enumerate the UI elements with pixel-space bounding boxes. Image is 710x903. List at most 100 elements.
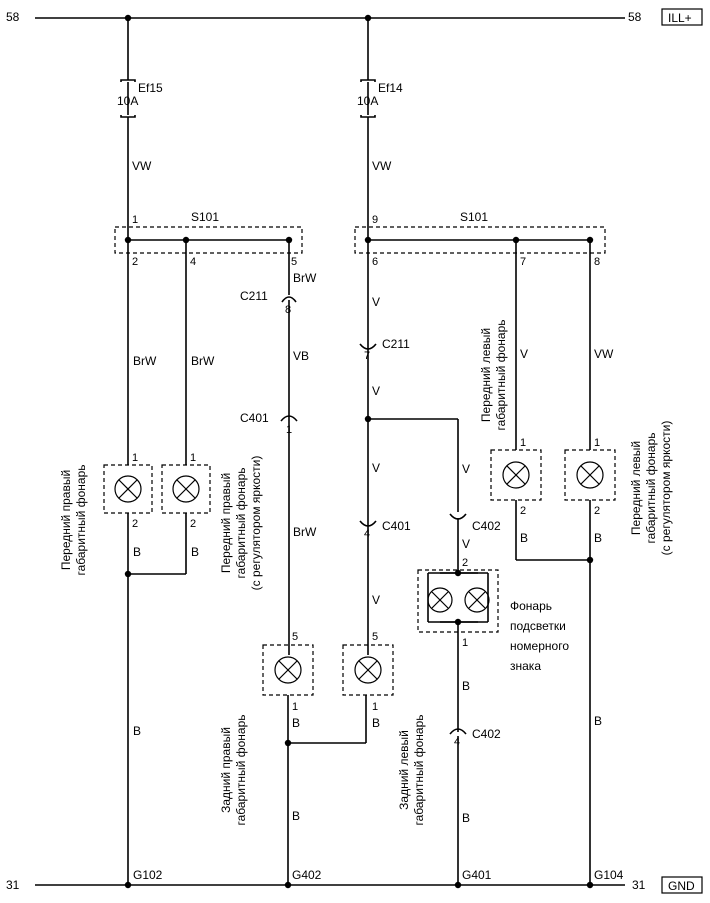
ground-label: G402 bbox=[292, 868, 322, 882]
pin-number: 5 bbox=[372, 631, 378, 643]
wire-color-label: V bbox=[462, 537, 470, 551]
svg-text:подсветки: подсветки bbox=[510, 619, 566, 633]
gnd-tag: GND bbox=[668, 879, 695, 893]
front-left-dimmer-lamp bbox=[564, 449, 616, 501]
wire-color-label: V bbox=[520, 347, 528, 361]
svg-text:Передний правый: Передний правый bbox=[219, 473, 233, 573]
svg-text:Задний правый: Задний правый bbox=[219, 727, 233, 813]
connector-c401-b bbox=[359, 520, 377, 527]
pin-number: 6 bbox=[372, 256, 378, 268]
pin-number: 2 bbox=[132, 256, 138, 268]
splice-s101-left-label: S101 bbox=[191, 210, 219, 224]
pin-number: 1 bbox=[132, 214, 138, 226]
svg-text:Передний правый: Передний правый bbox=[59, 470, 73, 570]
wire-color-label: BrW bbox=[293, 525, 317, 539]
pin-number: 1 bbox=[462, 637, 468, 649]
pin-number: 2 bbox=[462, 557, 468, 569]
fuse-ef14-rating: 10A bbox=[357, 94, 378, 108]
connector-c402-b bbox=[449, 728, 467, 735]
ground-point bbox=[586, 881, 594, 889]
front-right-lamp bbox=[103, 464, 153, 514]
pin-number: 2 bbox=[132, 518, 138, 530]
rear-left-lamp-label: Задний левый габаритный фонарь bbox=[397, 715, 426, 826]
wire-color-label: BrW bbox=[133, 354, 157, 368]
wire-color-label: V bbox=[372, 461, 380, 475]
wire-color-label: B bbox=[292, 809, 300, 823]
pin-number: 1 bbox=[286, 424, 292, 436]
wire-color-label: B bbox=[133, 545, 141, 559]
pin-number: 1 bbox=[292, 701, 298, 713]
ground-point bbox=[124, 881, 132, 889]
pin-number: 5 bbox=[292, 631, 298, 643]
svg-text:(с регулятором яркости): (с регулятором яркости) bbox=[659, 421, 673, 556]
wire-color-label: V bbox=[372, 384, 380, 398]
wire-color-label: B bbox=[191, 545, 199, 559]
wire-color-label: B bbox=[133, 724, 141, 738]
junction bbox=[124, 570, 132, 578]
pin-number: 8 bbox=[285, 304, 291, 316]
connector-label: C211 bbox=[240, 289, 268, 303]
svg-text:Передний левый: Передний левый bbox=[629, 441, 643, 535]
ill-tag: ILL+ bbox=[668, 11, 692, 25]
pin-number: 5 bbox=[291, 256, 297, 268]
pin-number: 9 bbox=[372, 214, 378, 226]
pin-number: 8 bbox=[594, 256, 600, 268]
fuse-ef15-rating: 10A bbox=[117, 94, 138, 108]
rail-31-left: 31 bbox=[6, 878, 20, 892]
wire-color-label: B bbox=[292, 716, 300, 730]
splice-s101-right-label: S101 bbox=[460, 210, 488, 224]
svg-text:габаритный фонарь: габаритный фонарь bbox=[644, 433, 658, 544]
pin-number: 4 bbox=[454, 736, 460, 748]
ground-label: G401 bbox=[462, 868, 492, 882]
pin-number: 2 bbox=[190, 518, 196, 530]
wire-color-label: B bbox=[462, 811, 470, 825]
front-left-lamp bbox=[490, 449, 542, 501]
connector-label: C211 bbox=[382, 337, 410, 351]
connector-c211-b bbox=[359, 343, 377, 350]
rear-right-lamp bbox=[262, 644, 314, 696]
front-right-dimmer-lamp-label: Передний правый габаритный фонарь (с рег… bbox=[219, 456, 263, 591]
gnd-tag-box bbox=[661, 876, 703, 894]
connector-label: C401 bbox=[382, 519, 411, 533]
ground-point bbox=[284, 881, 292, 889]
pin-number: 7 bbox=[520, 256, 526, 268]
rear-left-lamp bbox=[342, 644, 394, 696]
connector-c401-a bbox=[280, 415, 298, 422]
pin-number: 7 bbox=[364, 350, 370, 362]
svg-text:Передний левый: Передний левый bbox=[479, 328, 493, 422]
front-left-dimmer-lamp-label: Передний левый габаритный фонарь (с регу… bbox=[629, 421, 673, 556]
rail-58-right: 58 bbox=[628, 10, 642, 24]
ground-label: G104 bbox=[594, 868, 624, 882]
pin-number: 2 bbox=[594, 505, 600, 517]
wire-color-label: VW bbox=[132, 159, 152, 173]
fuse-ef15-label: Ef15 bbox=[138, 81, 163, 95]
pin-number: 1 bbox=[594, 437, 600, 449]
fuse-ef14-label: Ef14 bbox=[378, 81, 403, 95]
connector-c211-a bbox=[281, 296, 297, 303]
wire-color-label: VB bbox=[293, 349, 309, 363]
wire-color-label: B bbox=[594, 531, 602, 545]
splice-s101-left bbox=[114, 226, 303, 254]
splice-s101-right bbox=[354, 226, 606, 254]
svg-text:Задний левый: Задний левый bbox=[397, 730, 411, 810]
svg-text:знака: знака bbox=[510, 659, 541, 673]
svg-text:габаритный фонарь: габаритный фонарь bbox=[412, 715, 426, 826]
pin-number: 1 bbox=[520, 437, 526, 449]
pin-number: 4 bbox=[364, 528, 370, 540]
front-right-lamp-2 bbox=[161, 464, 211, 514]
ground-point bbox=[454, 881, 462, 889]
wire-color-label: BrW bbox=[293, 271, 317, 285]
rail-31-right: 31 bbox=[632, 878, 646, 892]
connector-label: C401 bbox=[240, 411, 269, 425]
pin-number: 1 bbox=[132, 452, 138, 464]
pin-number: 1 bbox=[190, 452, 196, 464]
pin-number: 2 bbox=[520, 505, 526, 517]
wire-color-label: V bbox=[372, 295, 380, 309]
ill-tag-box bbox=[661, 8, 703, 26]
svg-text:Фонарь: Фонарь bbox=[510, 599, 552, 613]
svg-text:габаритный фонарь: габаритный фонарь bbox=[74, 465, 88, 576]
wire-color-label: VW bbox=[372, 159, 392, 173]
connector-label: C402 bbox=[472, 519, 501, 533]
pin-number: 1 bbox=[372, 701, 378, 713]
